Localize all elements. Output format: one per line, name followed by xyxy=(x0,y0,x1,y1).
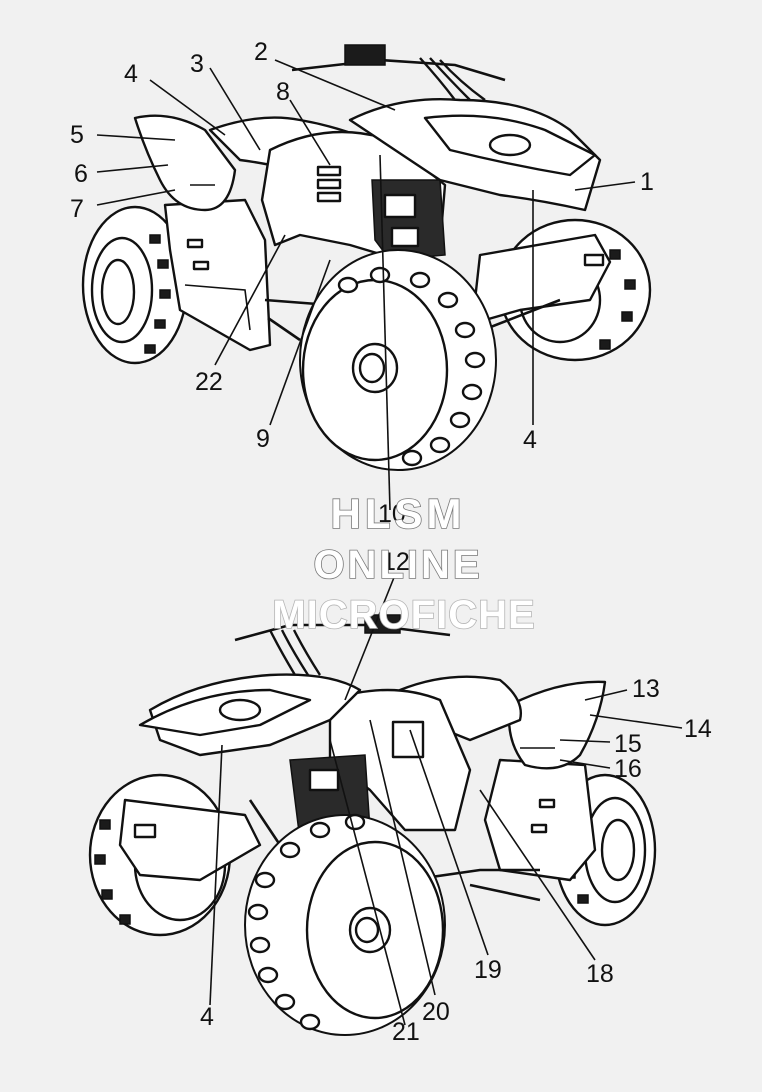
callout-2: 2 xyxy=(254,38,268,66)
front-right-tread xyxy=(599,249,636,350)
rear-left-tread xyxy=(144,234,171,354)
callout-21: 21 xyxy=(392,1018,420,1046)
callout-1: 1 xyxy=(640,168,654,196)
callout-15: 15 xyxy=(614,730,642,758)
callout-14: 14 xyxy=(684,715,712,743)
front-left-tread xyxy=(94,819,131,925)
rear-fender-left xyxy=(163,198,272,352)
callout-20: 20 xyxy=(422,998,450,1026)
callout-18: 18 xyxy=(586,960,614,988)
callout-6: 6 xyxy=(74,160,88,188)
handlebar xyxy=(291,58,506,82)
front-bumper-bottom xyxy=(118,798,262,882)
watermark: HLSM ONLINE MICROFICHE xyxy=(272,489,536,638)
watermark-line-2: ONLINE xyxy=(313,543,482,587)
callout-13: 13 xyxy=(632,675,660,703)
callout-4-right: 4 xyxy=(523,426,537,454)
leader-lines-bottom xyxy=(209,574,683,1026)
rear-shield-right xyxy=(507,680,607,770)
callout-3: 3 xyxy=(190,50,204,78)
rear-right-tread xyxy=(337,266,486,467)
callout-12: 12 xyxy=(382,548,410,576)
callout-22: 22 xyxy=(195,368,223,396)
atv-bottom-illustration xyxy=(88,574,683,1036)
callout-4-top: 4 xyxy=(124,60,138,88)
handlebar-bottom xyxy=(234,623,451,642)
callout-10: 10 xyxy=(378,500,406,528)
callout-19: 19 xyxy=(474,956,502,984)
callout-5: 5 xyxy=(70,121,84,149)
leader-lines-top xyxy=(96,59,636,511)
seat-bottom xyxy=(398,675,522,742)
callout-labels-bottom: 12 13 14 15 16 18 19 20 21 4 xyxy=(200,548,712,1046)
callout-9: 9 xyxy=(256,425,270,453)
callout-labels-top: 1 2 3 4 5 6 7 8 9 10 22 4 xyxy=(70,38,654,528)
callout-16: 16 xyxy=(614,755,642,783)
callout-8: 8 xyxy=(276,78,290,106)
callout-7: 7 xyxy=(70,195,84,223)
front-right-tread-near xyxy=(247,813,366,1031)
callout-4-bottom: 4 xyxy=(200,1003,214,1031)
watermark-line-3: MICROFICHE xyxy=(272,593,535,637)
rear-fender-right xyxy=(483,758,597,882)
atv-top-illustration xyxy=(81,44,652,511)
watermark-line-1: HLSM xyxy=(331,490,466,537)
